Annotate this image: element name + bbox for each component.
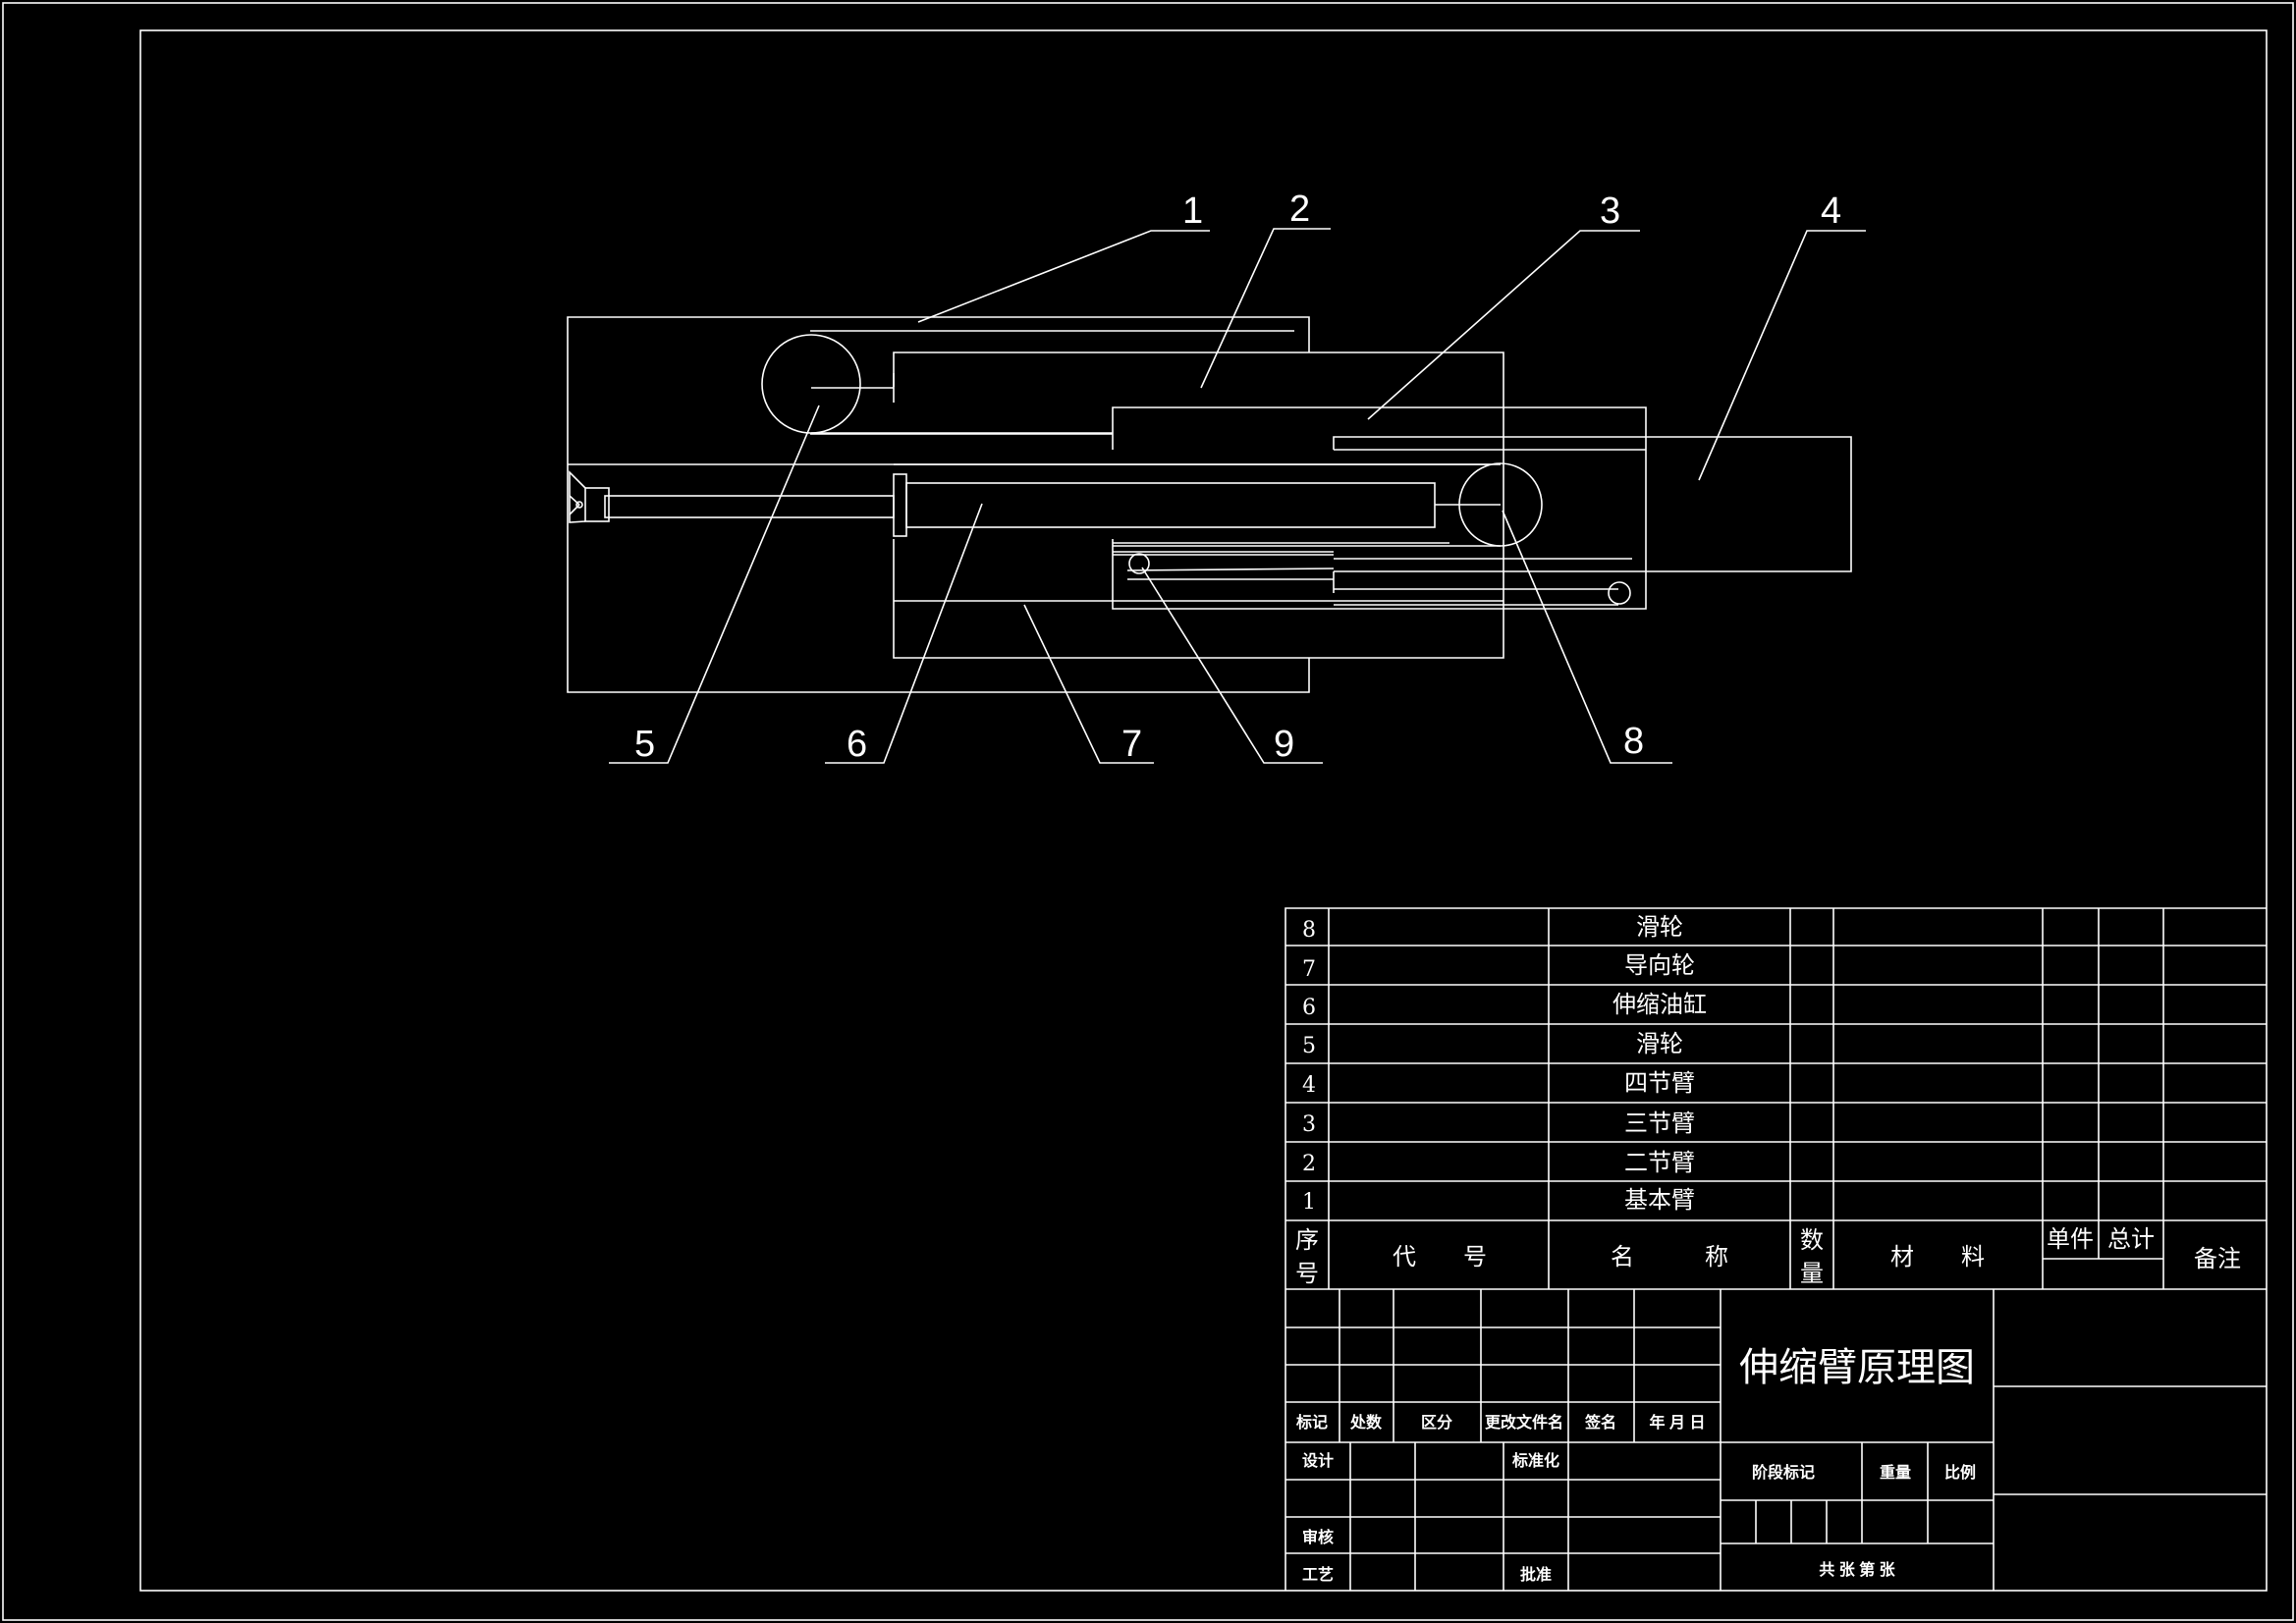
balloon-7: 7	[1121, 724, 1142, 765]
part-name-5: 滑轮	[1636, 1031, 1683, 1057]
balloon-4: 4	[1821, 190, 1841, 232]
rail-bottom-2	[1126, 568, 1335, 571]
part-no-3: 3	[1302, 1112, 1316, 1137]
leader-1	[917, 230, 1210, 323]
second-arm-outline	[893, 352, 1504, 659]
clevis-pin	[575, 501, 583, 509]
header-seq-bottom: 号	[1295, 1261, 1319, 1287]
parts-list-frame	[1285, 907, 2267, 1289]
balloon-5: 5	[634, 724, 655, 765]
rod-end	[584, 487, 610, 522]
part-name-1: 基本臂	[1624, 1187, 1695, 1214]
label-design: 设计	[1302, 1451, 1334, 1470]
leader-5	[609, 405, 820, 764]
fourth-arm-outline	[1333, 436, 1852, 572]
balloon-3: 3	[1600, 190, 1620, 232]
header-material: 材 料	[1890, 1244, 1985, 1271]
pulley-5	[761, 334, 861, 434]
part-no-8: 8	[1302, 918, 1316, 943]
header-name: 名 称	[1611, 1244, 1728, 1271]
piston-rod	[604, 495, 895, 518]
header-total-weight: 总计	[2107, 1226, 2155, 1253]
leader-lines	[609, 228, 1866, 764]
part-name-2: 二节臂	[1624, 1150, 1695, 1176]
header-unit-weight: 单件	[2047, 1226, 2094, 1253]
cylinder-head	[893, 473, 907, 537]
leader-2	[1200, 228, 1331, 389]
label-process: 工艺	[1302, 1565, 1334, 1584]
label-review: 审核	[1302, 1528, 1334, 1546]
small-pulley-right	[1608, 581, 1631, 605]
balloon-8: 8	[1623, 721, 1644, 762]
balloon-2: 2	[1289, 189, 1310, 230]
inner-border	[139, 29, 2268, 1592]
leader-3	[1367, 230, 1640, 420]
header-qty-bottom: 量	[1800, 1261, 1824, 1287]
label-standardization: 标准化	[1511, 1451, 1559, 1470]
header-seq-top: 序	[1295, 1227, 1319, 1254]
telescopic-arm-drawing: 1 2 3 4 5 6 7 9 8	[567, 189, 1866, 765]
leader-7	[1023, 604, 1154, 764]
parts-list-table: 8 7 6 5 4 3 2 1 滑轮 导向轮 伸缩油缸 滑轮 四节臂 三节臂 二…	[1285, 907, 2267, 1290]
label-stage-mark: 阶段标记	[1752, 1463, 1815, 1482]
balloon-1: 1	[1182, 190, 1203, 232]
label-approve: 批准	[1520, 1565, 1552, 1584]
title-block: 伸缩臂原理图 标记 处数 区分 更改文件名 签名 年 月 日 设计 标准化 审核…	[1285, 1289, 2267, 1591]
part-no-5: 5	[1302, 1034, 1316, 1058]
part-no-4: 4	[1302, 1073, 1316, 1098]
clevis-mark-1	[569, 495, 580, 506]
label-weight: 重量	[1880, 1463, 1911, 1482]
part-name-7: 导向轮	[1624, 952, 1695, 979]
part-name-6: 伸缩油缸	[1613, 992, 1707, 1018]
header-remarks: 备注	[2194, 1246, 2241, 1272]
label-zone: 区分	[1421, 1414, 1452, 1432]
part-no-6: 6	[1302, 996, 1316, 1020]
balloon-9: 9	[1274, 724, 1294, 765]
part-name-8: 滑轮	[1636, 914, 1683, 941]
leader-8	[1502, 510, 1672, 764]
part-no-7: 7	[1302, 957, 1316, 982]
label-mark: 标记	[1295, 1414, 1328, 1432]
leader-9	[1141, 567, 1323, 764]
header-qty-top: 数	[1800, 1227, 1824, 1254]
label-count: 处数	[1349, 1413, 1383, 1432]
leader-4	[1698, 230, 1866, 481]
label-sheets: 共 张 第 张	[1819, 1560, 1895, 1579]
base-arm-outline	[567, 316, 1310, 693]
drawing-title: 伸缩臂原理图	[1739, 1346, 1975, 1389]
label-signature: 签名	[1584, 1413, 1616, 1432]
rod-clevis	[569, 470, 586, 523]
clevis-mark-2	[569, 504, 580, 515]
part-no-1: 1	[1302, 1190, 1316, 1215]
header-code: 代 号	[1393, 1244, 1487, 1271]
part-no-2: 2	[1302, 1152, 1316, 1176]
leader-6	[825, 503, 983, 764]
third-arm-outline	[1112, 406, 1647, 610]
balloon-6: 6	[847, 724, 867, 765]
guide-wheel-9	[1128, 553, 1150, 574]
label-change-doc: 更改文件名	[1485, 1413, 1563, 1432]
label-date: 年 月 日	[1650, 1413, 1706, 1432]
part-name-4: 四节臂	[1624, 1070, 1695, 1097]
part-name-3: 三节臂	[1624, 1110, 1695, 1137]
label-scale: 比例	[1944, 1463, 1976, 1482]
cylinder-barrel	[905, 482, 1436, 528]
